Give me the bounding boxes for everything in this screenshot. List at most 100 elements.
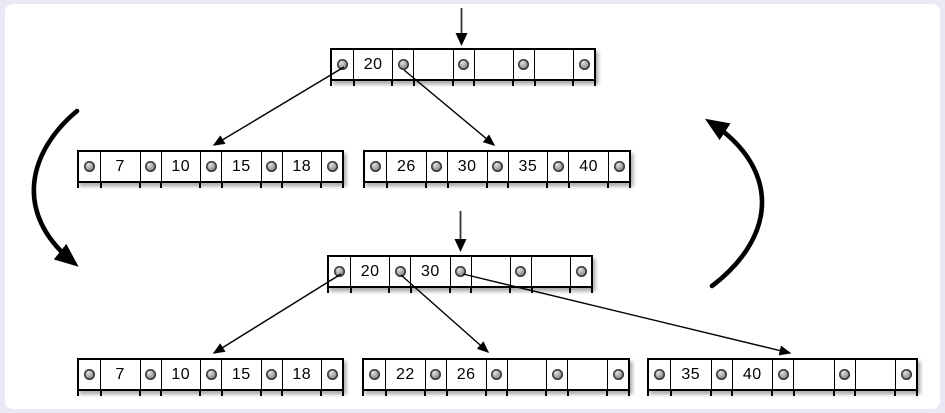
pointer-cell <box>647 360 672 396</box>
key-cell <box>567 360 607 389</box>
pointer-cell <box>320 360 344 396</box>
pointer-dot-icon <box>515 266 527 277</box>
cycle-arrow-right-icon <box>704 118 765 289</box>
pointer-cell <box>771 360 795 396</box>
key-cell <box>413 50 452 79</box>
pointer-dot-icon <box>397 59 409 70</box>
btree-node-after-child-middle: 22 26 <box>362 358 630 396</box>
pointer-cell <box>423 360 448 396</box>
pointer-dot-icon <box>337 59 348 70</box>
key-cell: 10 <box>160 152 201 181</box>
key-cell <box>506 360 547 389</box>
pointer-dot-icon <box>370 161 381 172</box>
pointer-cell <box>484 360 509 396</box>
pointer-cell <box>259 152 284 188</box>
pointer-dot-icon <box>84 161 95 172</box>
key-cell: 15 <box>221 152 261 181</box>
pointer-dot-icon <box>491 369 502 380</box>
key-cell: 30 <box>410 257 449 286</box>
pointer-dot-icon <box>551 369 563 380</box>
pointer-dot-icon <box>266 369 277 380</box>
key-cell: 7 <box>100 152 140 181</box>
btree-node-before-root: 20 <box>330 48 596 86</box>
key-cell: 40 <box>568 152 608 181</box>
pointer-dot-icon <box>552 161 564 172</box>
pointer-dot-icon <box>205 369 217 380</box>
pointer-cell <box>320 152 344 188</box>
pointer-dot-icon <box>145 369 156 380</box>
key-cell: 20 <box>350 257 389 286</box>
pointer-cell <box>138 360 163 396</box>
pointer-cell <box>894 360 918 396</box>
pointer-cell <box>391 50 416 86</box>
pointer-dot-icon <box>266 161 277 172</box>
pointer-cell <box>606 360 630 396</box>
pointer-cell <box>569 257 593 293</box>
key-cell <box>533 50 573 79</box>
pointer-dot-icon <box>613 161 625 172</box>
pointer-cell <box>388 257 413 293</box>
pointer-cell <box>199 360 223 396</box>
pointer-cell <box>545 360 570 396</box>
pointer-dot-icon <box>900 369 912 380</box>
pointer-dot-icon <box>612 369 624 380</box>
pointer-dot-icon <box>394 266 406 277</box>
pointer-dot-icon <box>458 59 469 70</box>
pointer-cell <box>424 152 449 188</box>
pointer-dot-icon <box>839 369 850 380</box>
key-cell: 22 <box>385 360 425 389</box>
pointer-cell <box>511 50 536 86</box>
key-cell: 26 <box>386 152 426 181</box>
pointer-dot-icon <box>334 266 345 277</box>
key-cell: 15 <box>221 360 261 389</box>
key-cell: 30 <box>446 152 487 181</box>
key-cell: 7 <box>100 360 140 389</box>
key-cell: 18 <box>281 152 322 181</box>
pointer-arrow-before-root-to-left-child <box>212 66 345 146</box>
key-cell <box>530 257 570 286</box>
pointer-cell <box>77 152 102 188</box>
key-cell: 20 <box>353 50 392 79</box>
pointer-cell <box>546 152 571 188</box>
pointer-dot-icon <box>145 161 156 172</box>
cycle-arrow-left-icon <box>31 108 80 267</box>
pointer-dot-icon <box>654 369 665 380</box>
pointer-dot-icon <box>518 59 530 70</box>
key-cell <box>473 50 513 79</box>
key-cell <box>854 360 896 389</box>
pointer-dot-icon <box>205 161 217 172</box>
pointer-cell <box>77 360 102 396</box>
pointer-cell <box>259 360 284 396</box>
key-cell: 35 <box>670 360 711 389</box>
pointer-cell <box>508 257 533 293</box>
pointer-cell <box>572 50 596 86</box>
key-cell <box>470 257 510 286</box>
btree-node-before-child-right: 26 30 35 40 <box>363 150 631 188</box>
pointer-cell <box>330 50 355 86</box>
pointer-dot-icon <box>326 161 338 172</box>
pointer-dot-icon <box>578 59 590 70</box>
pointer-cell <box>199 152 223 188</box>
pointer-cell <box>362 360 387 396</box>
pointer-cell <box>607 152 631 188</box>
pointer-cell <box>832 360 857 396</box>
pointer-dot-icon <box>431 161 443 172</box>
pointer-dot-icon <box>716 369 727 380</box>
key-cell: 35 <box>507 152 548 181</box>
pointer-dot-icon <box>369 369 380 380</box>
key-cell: 26 <box>445 360 486 389</box>
pointer-cell <box>451 50 476 86</box>
pointer-dot-icon <box>492 161 503 172</box>
pointer-arrow-after-root-to-left-child <box>212 273 342 354</box>
pointer-dot-icon <box>84 369 95 380</box>
pointer-dot-icon <box>430 369 442 380</box>
pointer-cell <box>709 360 734 396</box>
btree-node-before-child-left: 7 10 15 18 <box>77 150 344 188</box>
pointer-cell <box>327 257 352 293</box>
key-cell: 18 <box>281 360 322 389</box>
pointer-cell <box>363 152 388 188</box>
